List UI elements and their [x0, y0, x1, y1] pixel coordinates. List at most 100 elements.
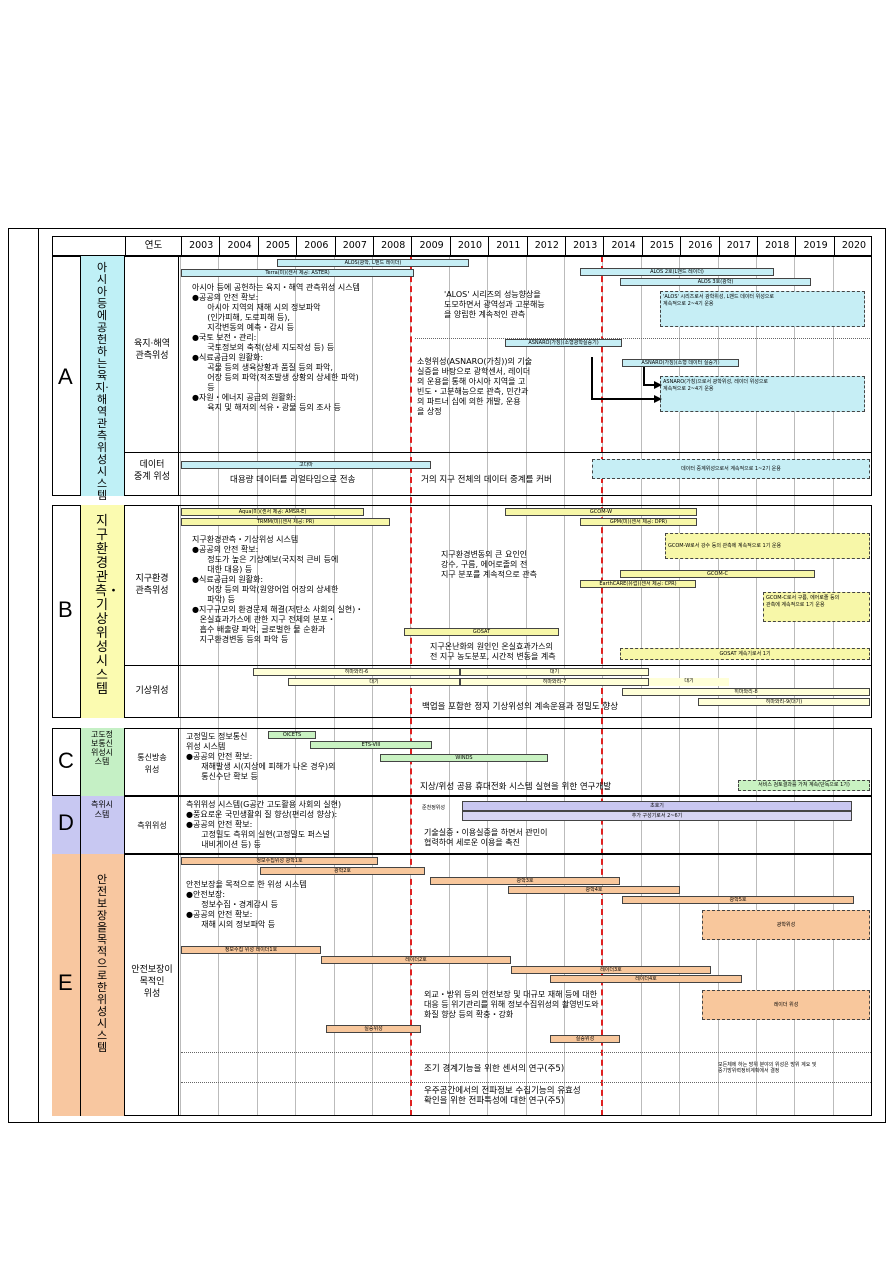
- bar-gpm: GPM(미)(센서 제공: DPR): [580, 518, 697, 526]
- bar-oicets: OICETS: [268, 731, 316, 739]
- label-zenith: 준천정위성: [422, 805, 446, 811]
- bar-alos: ALOS(광학, L밴드 레이더): [277, 259, 469, 267]
- bar-gcomw: GCOM-W: [505, 508, 697, 516]
- year-gridline-2005: [256, 256, 258, 1116]
- section-d-title: 측위시스템: [90, 800, 114, 819]
- bar-ets8: ETS-VIII: [310, 741, 432, 749]
- year-cell-2015: 2015: [641, 237, 681, 255]
- section-c-note: 지상/위성 공용 휴대전화 시스템 실현을 위한 연구개발: [420, 782, 612, 792]
- section-b-title: 지구환경관측・기상위성시스템: [95, 514, 120, 697]
- bar-gosat: GOSAT: [404, 628, 559, 636]
- bar-gcomc: GCOM-C: [620, 570, 815, 578]
- section-e-description: 안전보장을 목적으로 한 위성 시스템 ●안전보장: 정보수집・경계감시 등 ●…: [186, 880, 307, 929]
- year-gridline-2004: [218, 256, 220, 1116]
- section-d-letter-cell: D: [52, 796, 80, 854]
- bar-winds: WINDS: [380, 754, 548, 762]
- bar-earthcare: EarthCARE(유럽)(센서 제공: CPR): [580, 580, 696, 588]
- bar-trmm: TRMM(미)(센서 제공: PR): [181, 518, 390, 526]
- section-c-cat: 통신방송 위성: [137, 753, 167, 774]
- section-b-cat-weather: 기상위성: [135, 686, 169, 696]
- bar-himawari9: 히마와리-9(대기): [698, 698, 870, 706]
- bar-asnaro: ASNARO(가칭)(소형광학실증기): [505, 339, 622, 347]
- year-cell-2010: 2010: [449, 237, 489, 255]
- section-b-title-cell: 지구환경관측・기상위성시스템: [80, 505, 125, 718]
- bar-opt3: 광학3호: [430, 877, 620, 885]
- section-c-title-cell: 고도정보통신위성시스템: [80, 728, 125, 796]
- section-a-box-alos: 'ALOS' 시리즈로서 광학위성, L밴드 데이터 위성으로 계속적으로 2~…: [660, 291, 865, 327]
- year-cell-2014: 2014: [603, 237, 642, 255]
- year-gridline-2010: [448, 256, 450, 1116]
- section-a-category-cell: 육지·해역 관측위성 데이터 중계 위성: [125, 256, 179, 496]
- section-e-title: 안전보장을목적으로한위성시스템: [96, 873, 108, 1054]
- year-gridline-2018: [756, 256, 757, 1116]
- year-cell-2005: 2005: [257, 237, 297, 255]
- year-gridline-2011: [487, 256, 489, 1116]
- section-a-relay-text: 대용량 데이터를 리얼타임으로 전송: [230, 475, 356, 485]
- red-dashed-line-2013: [601, 256, 603, 1116]
- year-cell-2018: 2018: [757, 237, 796, 255]
- section-b-box-gosat: GOSAT 계속기로서 1기: [620, 648, 870, 660]
- bar-standby-6: 대기: [288, 678, 460, 686]
- section-e-cat: 안전보장이 목적인 위성: [131, 965, 173, 999]
- bar-alos3: ALOS 3호(광학): [620, 278, 811, 286]
- red-dashed-line-2008: [410, 256, 412, 1116]
- year-cell-2016: 2016: [680, 237, 719, 255]
- year-cell-2004: 2004: [219, 237, 258, 255]
- bar-radar2: 레이더2호: [321, 956, 511, 964]
- section-a-arrows: [591, 357, 662, 403]
- section-a-title: 아시아등에공헌하는육지·해역관측위성시스템: [95, 261, 109, 502]
- section-b-description: 지구환경관측・기상위성 시스템 ●공공의 안전 확보: 정도가 높은 기상예보(…: [192, 535, 364, 644]
- section-a-letter-cell: A: [52, 256, 80, 496]
- section-c-letter: C: [58, 748, 74, 773]
- section-a-description: 아시아 등에 공헌하는 육지・해역 관측위성 시스템 ●공공의 안전 확보: 아…: [192, 283, 360, 412]
- year-cell-2019: 2019: [795, 237, 834, 255]
- section-e-dotted-2: [181, 1082, 871, 1083]
- section-c: [52, 728, 872, 796]
- bar-opt5: 광학5호: [622, 896, 854, 904]
- year-cell-2012: 2012: [526, 237, 566, 255]
- bar-opt4: 광학4호: [508, 886, 680, 894]
- section-c-letter-cell: C: [52, 728, 80, 796]
- section-a-letter: A: [58, 364, 73, 389]
- bar-himawari6: 히마와리-6: [253, 668, 460, 676]
- year-gridline-2017: [717, 256, 719, 1116]
- year-gridline-2006: [295, 256, 297, 1116]
- section-e-research1: 조기 경계기능을 위한 센서의 연구(주5): [424, 1064, 565, 1074]
- section-e-letter-cell: E: [52, 854, 80, 1116]
- year-cell-2013: 2013: [565, 237, 604, 255]
- bar-kodama: 고다마: [181, 461, 431, 469]
- bar-himawari7: 히마와리-7: [460, 678, 649, 686]
- section-b-box-gcomw: GCOM-W로서 강수 등의 관측에 계속적으로 1기 운용: [665, 533, 870, 559]
- section-a-title-cell: 아시아등에공헌하는육지·해역관측위성시스템: [80, 256, 125, 502]
- section-e-box-optical: 광학위성: [702, 910, 870, 940]
- year-cell-2006: 2006: [296, 237, 335, 255]
- section-c-title: 고도정보통신위성시스템: [90, 730, 114, 766]
- section-a-relay-text2: 거의 지구 전체의 데이터 중계를 커버: [421, 475, 552, 485]
- year-cell-2020: 2020: [833, 237, 873, 255]
- section-e-research-box: 모든체에 하는 방위 분야의 위성은 방위 계요 및 중기방위력정비계획에서 결…: [718, 1062, 817, 1074]
- year-gridline-2007: [333, 256, 335, 1116]
- section-d-letter: D: [58, 810, 74, 835]
- section-d-title-cell: 측위시스템: [80, 796, 125, 854]
- year-gridline-2015: [640, 256, 642, 1116]
- section-a-note-alos: 'ALOS' 시리즈의 성능향상을 도모하면서 광역성과 고분해능 을 양립한 …: [444, 290, 545, 319]
- section-e-category-cell: 안전보장이 목적인 위성: [125, 854, 179, 1116]
- bar-radar4: 레이더4호: [550, 975, 742, 983]
- year-cell-2017: 2017: [718, 237, 758, 255]
- outer-frame: [8, 228, 886, 1123]
- year-cell-2003: 2003: [181, 237, 220, 255]
- section-c-description: 고정밀도 정보통신 위성 시스템 ●공공의 안전 확보: 재해발생 시(지상에 …: [186, 732, 336, 781]
- year-label: 연도: [125, 237, 181, 255]
- section-e-note: 외교・방위 등의 안전보장 및 대규모 재해 등에 대한 대응 등 위기관리를 …: [424, 990, 599, 1019]
- section-a-box-asnaro: ASNARO(가칭)으로서 광학위성, 레이더 위성으로 계속적으로 2~4기 …: [660, 376, 865, 412]
- year-cell-2011: 2011: [488, 237, 527, 255]
- bar-alos2: ALOS 2호(L밴드 레이더): [580, 268, 774, 276]
- bar-first-zenith: 초호기: [462, 801, 852, 811]
- section-e-research2: 우주공간에서의 전파정보 수집기능의 유효성 확인을 위한 전파특성에 대한 연…: [424, 1086, 581, 1106]
- bar-radar1: 정보수집 위성 레이더1호: [181, 946, 321, 954]
- year-gridline-2003: [180, 256, 181, 1116]
- section-b-category-cell: 지구환경 관측위성 기상위성: [125, 505, 179, 718]
- bar-standby-8: 대기: [649, 678, 729, 686]
- bar-demo1: 실증위성: [326, 1025, 421, 1033]
